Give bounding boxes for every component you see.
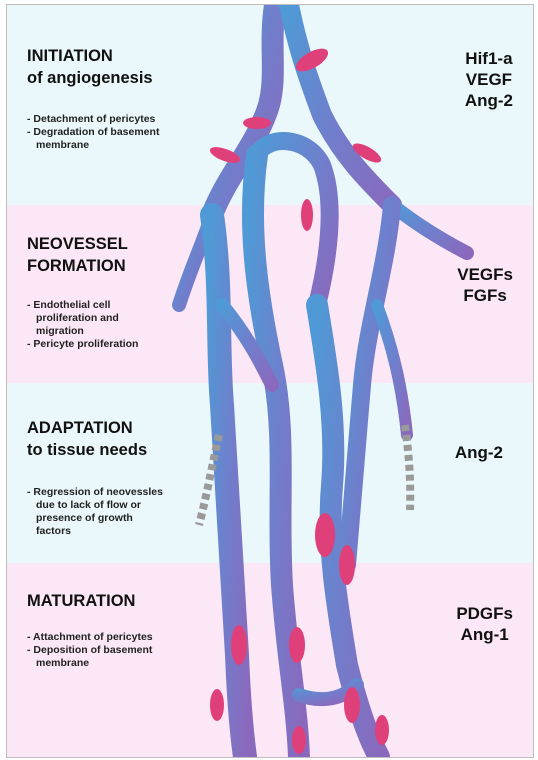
bullet: - Deposition of basement bbox=[27, 644, 153, 657]
angiogenesis-diagram: INITIATION of angiogenesis - Detachment … bbox=[6, 4, 534, 758]
bullet: presence of growth bbox=[27, 512, 163, 525]
regression-sprout-right bbox=[405, 425, 410, 510]
initiation-bullets: - Detachment of pericytes - Degradation … bbox=[27, 113, 159, 152]
adaptation-title-line-1: ADAPTATION bbox=[27, 417, 147, 439]
bullet: membrane bbox=[27, 139, 159, 152]
initiation-title: INITIATION of angiogenesis bbox=[27, 45, 153, 89]
maturation-title: MATURATION bbox=[27, 590, 135, 612]
bullet: - Attachment of pericytes bbox=[27, 631, 153, 644]
vessel-trunk-right bbox=[289, 5, 392, 205]
neovessel-title-line-1: NEOVESSEL bbox=[27, 233, 128, 255]
adaptation-title: ADAPTATION to tissue needs bbox=[27, 417, 147, 461]
factor: PDGFs bbox=[456, 603, 513, 624]
bullet: proliferation and bbox=[27, 312, 138, 325]
bullet: due to lack of flow or bbox=[27, 499, 163, 512]
initiation-factors: Hif1-a VEGF Ang-2 bbox=[465, 48, 513, 111]
factor: VEGFs bbox=[457, 264, 513, 285]
maturation-bullets: - Attachment of pericytes - Deposition o… bbox=[27, 631, 153, 670]
vessel-left-main bbox=[212, 215, 245, 757]
bullet: migration bbox=[27, 325, 138, 338]
adaptation-bullets: - Regression of neovessles due to lack o… bbox=[27, 486, 163, 538]
maturation-factors: PDGFs Ang-1 bbox=[456, 603, 513, 645]
neovessel-title-line-2: FORMATION bbox=[27, 255, 128, 277]
bullet: - Regression of neovessles bbox=[27, 486, 163, 499]
bullet: - Pericyte proliferation bbox=[27, 338, 138, 351]
neovessel-factors: VEGFs FGFs bbox=[457, 264, 513, 306]
vessel-far-right bbox=[347, 205, 392, 565]
vessel-branch-right bbox=[392, 205, 467, 253]
factor: Ang-2 bbox=[465, 90, 513, 111]
maturation-title-line-1: MATURATION bbox=[27, 590, 135, 612]
adaptation-factors: Ang-2 bbox=[455, 442, 503, 463]
vessel-right-sprout bbox=[377, 305, 407, 435]
factor: FGFs bbox=[457, 285, 513, 306]
neovessel-title: NEOVESSEL FORMATION bbox=[27, 233, 128, 277]
vessel-middle bbox=[253, 155, 299, 757]
bullet: membrane bbox=[27, 657, 153, 670]
initiation-title-line-2: of angiogenesis bbox=[27, 67, 153, 89]
adaptation-title-line-2: to tissue needs bbox=[27, 439, 147, 461]
initiation-title-line-1: INITIATION bbox=[27, 45, 153, 67]
bullet: factors bbox=[27, 525, 163, 538]
factor: VEGF bbox=[465, 69, 513, 90]
factor: Ang-2 bbox=[455, 442, 503, 463]
bullet: - Detachment of pericytes bbox=[27, 113, 159, 126]
bullet: - Endothelial cell bbox=[27, 299, 138, 312]
factor: Ang-1 bbox=[456, 624, 513, 645]
neovessel-bullets: - Endothelial cell proliferation and mig… bbox=[27, 299, 138, 351]
bullet: - Degradation of basement bbox=[27, 126, 159, 139]
factor: Hif1-a bbox=[465, 48, 513, 69]
